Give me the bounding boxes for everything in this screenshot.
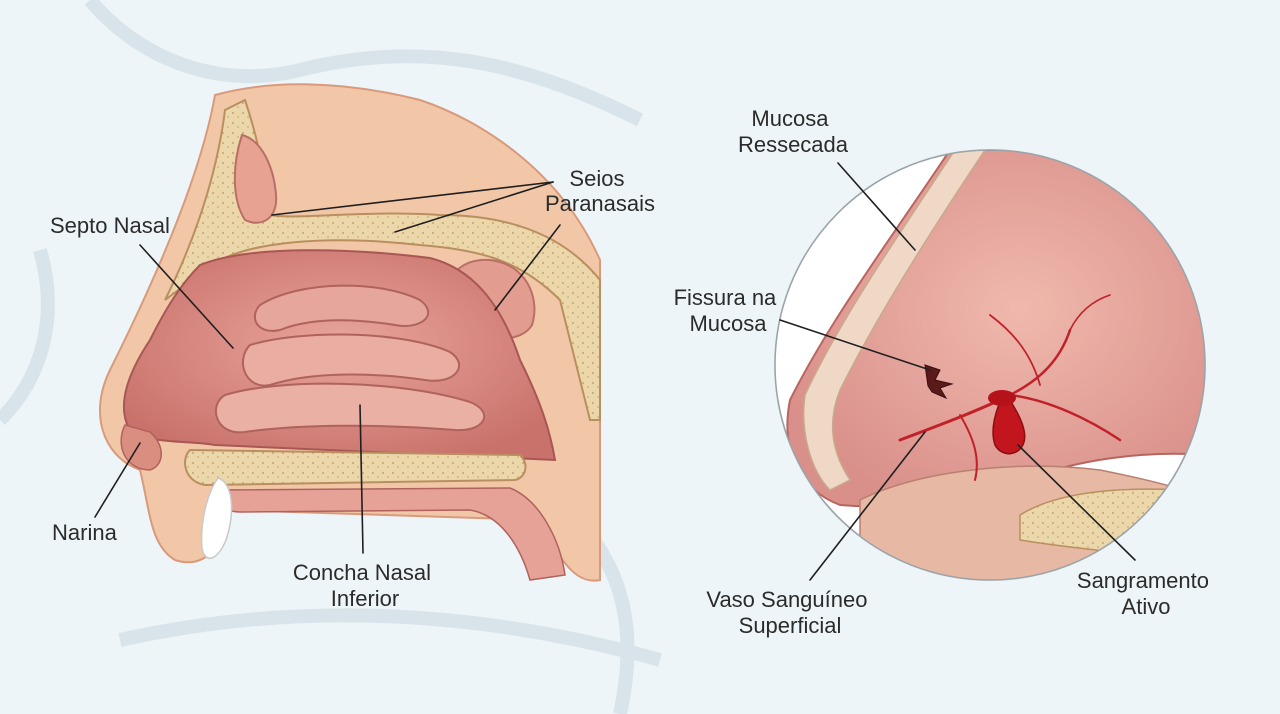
blood-pool xyxy=(988,390,1016,406)
nasal-cavity-section xyxy=(99,83,601,582)
leader-sangramento xyxy=(1017,444,1136,561)
superficial-vessels xyxy=(898,294,1122,481)
text-labels: Septo Nasal Seios Paranasais Narina Conc… xyxy=(50,106,1215,638)
frontal-sinus xyxy=(233,133,278,224)
label-narina: Narina xyxy=(52,520,118,545)
label-concha-nasal-inferior: Concha Nasal Inferior xyxy=(293,560,437,611)
dry-mucosa-edge xyxy=(802,150,987,491)
leader-seios-b xyxy=(394,181,554,233)
leader-mucosa-ressecada xyxy=(837,162,916,251)
mucosa-fissure xyxy=(924,364,954,400)
leader-fissura xyxy=(779,319,931,371)
leader-concha xyxy=(359,404,364,554)
nasal-bone xyxy=(164,98,601,421)
label-sangramento-ativo: Sangramento Ativo xyxy=(1077,568,1215,619)
incisor-tooth xyxy=(200,477,233,559)
middle-turbinate xyxy=(241,333,461,387)
zoom-detail xyxy=(774,149,1206,581)
leader-lines xyxy=(94,162,1136,581)
hard-palate xyxy=(184,448,527,487)
zoom-mucosa xyxy=(786,150,1205,508)
label-fissura-na-mucosa: Fissura na Mucosa xyxy=(674,285,783,336)
inferior-turbinate xyxy=(215,382,485,434)
superior-turbinate xyxy=(253,284,429,332)
leader-narina xyxy=(94,442,141,518)
leader-seios-c xyxy=(494,224,561,311)
blood-drop xyxy=(992,390,1026,455)
leader-septo-nasal xyxy=(139,244,234,349)
leader-seios-a xyxy=(271,181,554,216)
label-septo-nasal: Septo Nasal xyxy=(50,213,170,238)
label-vaso-sanguineo-superficial: Vaso Sanguíneo Superficial xyxy=(706,587,873,638)
label-mucosa-ressecada: Mucosa Ressecada xyxy=(738,106,849,157)
leader-vaso xyxy=(809,431,926,581)
label-seios-paranasais: Seios Paranasais xyxy=(545,166,655,216)
